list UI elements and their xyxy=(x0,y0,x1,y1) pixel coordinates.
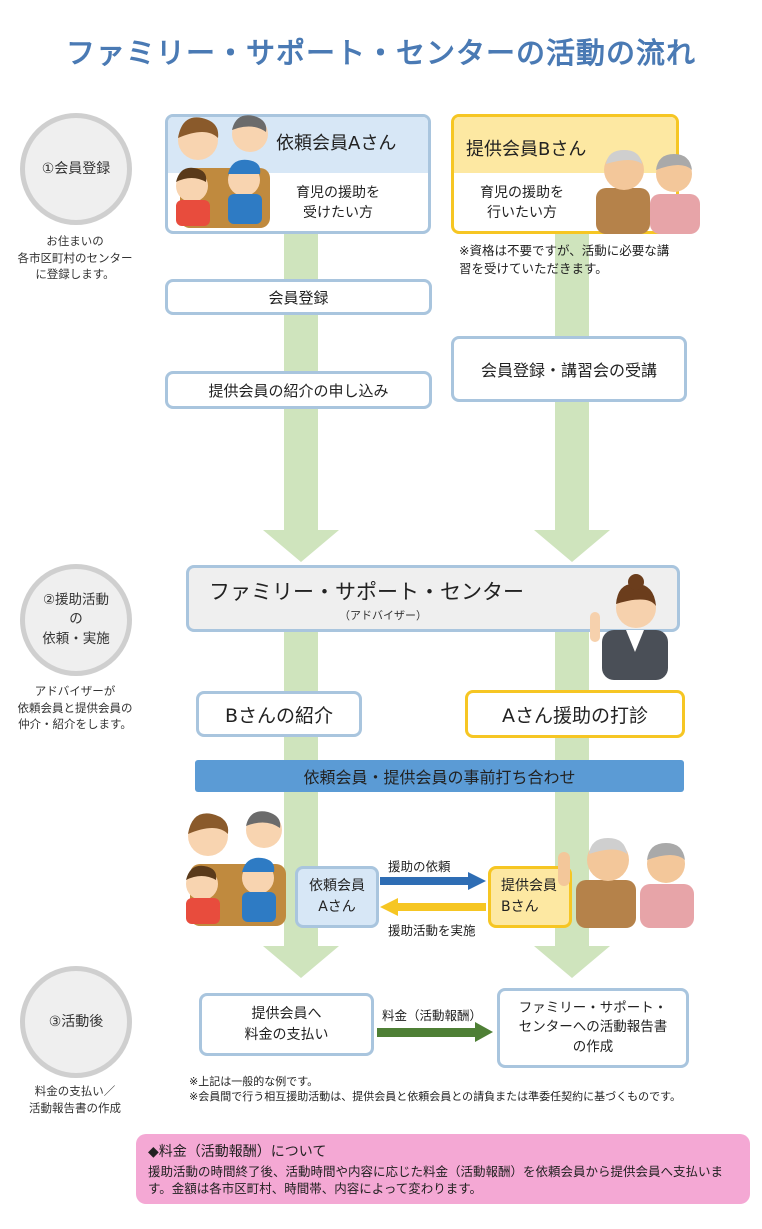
step-3-note: 料金の支払い／ 活動報告書の作成 xyxy=(29,1084,121,1115)
flow-arrowhead-left-2 xyxy=(263,946,339,978)
elderly-couple-illustration xyxy=(596,150,700,234)
intro-b-box: Bさんの紹介 xyxy=(196,691,362,737)
consult-a-box: Aさん援助の打診 xyxy=(465,690,685,738)
fee-info-body: 援助活動の時間終了後、活動時間や内容に応じた料金（活動報酬）を依頼会員から提供会… xyxy=(148,1163,724,1197)
payment-label: 提供会員へ 料金の支払い xyxy=(244,1005,329,1043)
fee-arrow xyxy=(377,1022,493,1042)
pre-meeting-band: 依頼会員・提供会員の事前打ち合わせ xyxy=(195,760,684,792)
step-1-note: お住まいの 各市区町村のセンター に登録します。 xyxy=(17,234,133,282)
page-title: ファミリー・サポート・センターの活動の流れ xyxy=(65,36,696,70)
member-b-title: 提供会員Bさん xyxy=(466,139,587,160)
step-2-note: アドバイザーが 依頼会員と提供会員の 仲介・紹介をします。 xyxy=(17,684,133,732)
center-name: ファミリー・サポート・センター xyxy=(209,580,524,604)
footnote-2: ※会員間で行う相互援助活動は、提供会員と依頼会員との請負または準委任契約に基づく… xyxy=(189,1090,682,1103)
exchange-a-label: 依頼会員 Aさん xyxy=(309,878,365,915)
member-b-card: 提供会員Bさん 育児の援助を 行いたい方 xyxy=(451,114,679,234)
fee-info-box: ◆料金（活動報酬）について 援助活動の時間終了後、活動時間や内容に応じた料金（活… xyxy=(136,1134,750,1204)
step-1-circle: ①会員登録 xyxy=(20,113,132,225)
request-arrow xyxy=(380,872,486,890)
flow-arrowhead-left-1 xyxy=(263,530,339,562)
footnote-1: ※上記は一般的な例です。 xyxy=(189,1075,319,1088)
fee-label: 料金（活動報酬） xyxy=(382,1008,483,1023)
member-a-desc: 育児の援助を 受けたい方 xyxy=(296,185,380,222)
exchange-a-box: 依頼会員 Aさん xyxy=(295,866,379,928)
report-box: ファミリー・サポート・ センターへの活動報告書 の作成 xyxy=(497,988,689,1068)
service-arrow xyxy=(380,898,486,916)
exchange-b-label: 提供会員 Bさん xyxy=(501,878,557,915)
payment-box: 提供会員へ 料金の支払い xyxy=(199,993,374,1056)
right-flow-register-training: 会員登録・講習会の受講 xyxy=(451,336,687,402)
fee-info-heading: ◆料金（活動報酬）について xyxy=(148,1144,327,1160)
left-flow-register: 会員登録 xyxy=(165,279,432,315)
family-illustration xyxy=(176,115,270,228)
member-a-title: 依頼会員Aさん xyxy=(276,133,397,154)
service-label: 援助活動を実施 xyxy=(388,923,476,938)
member-b-note: ※資格は不要ですが、活動に必要な講 習を受けていただきます。 xyxy=(459,243,670,277)
step-3-circle: ③活動後 xyxy=(20,966,132,1078)
step-2-circle: ②援助活動 の 依頼・実施 xyxy=(20,564,132,676)
report-label: ファミリー・サポート・ センターへの活動報告書 の作成 xyxy=(518,999,668,1055)
elderly-couple-illustration-2 xyxy=(558,838,694,928)
member-b-desc: 育児の援助を 行いたい方 xyxy=(480,185,564,222)
advisor-illustration xyxy=(590,574,668,680)
request-label: 援助の依頼 xyxy=(388,859,451,874)
center-sub: （アドバイザー） xyxy=(339,609,427,622)
left-flow-apply: 提供会員の紹介の申し込み xyxy=(165,371,432,409)
flow-arrowhead-right-2 xyxy=(534,946,610,978)
family-illustration-2 xyxy=(186,811,286,926)
flow-arrowhead-right-1 xyxy=(534,530,610,562)
